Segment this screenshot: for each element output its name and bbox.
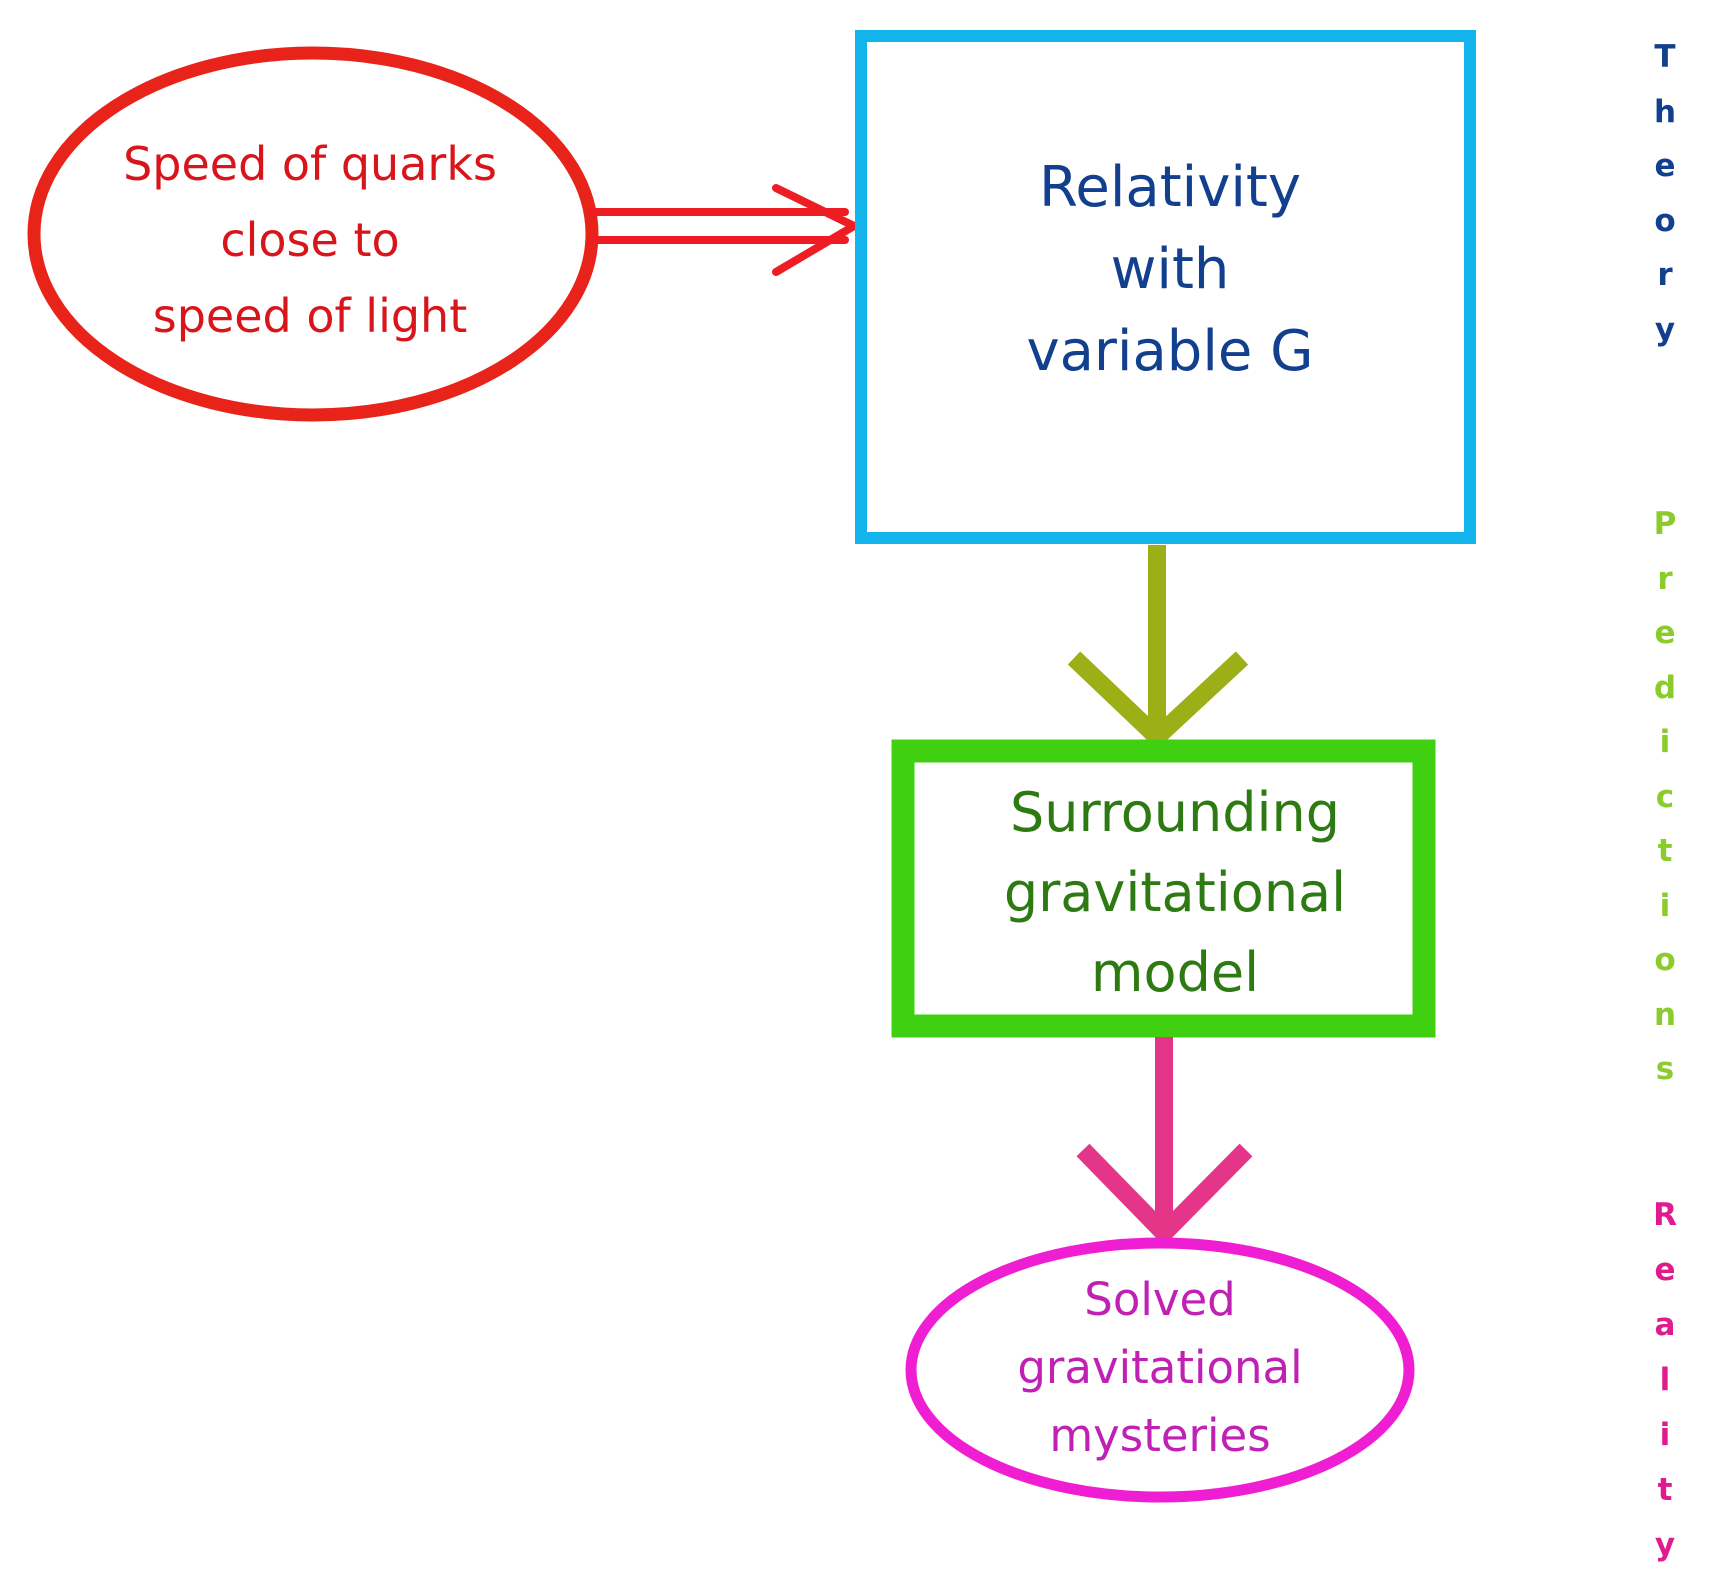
- side-label-letter: a: [1654, 1307, 1676, 1343]
- node-line: with: [1110, 237, 1230, 302]
- side-label-letter: o: [1654, 942, 1676, 978]
- node-line: Speed of quarks: [123, 137, 497, 191]
- arrow-quarks-to-relativity: [588, 184, 858, 276]
- side-label-letter: l: [1659, 1362, 1671, 1398]
- side-label-letter: y: [1654, 1527, 1676, 1563]
- node-line: close to: [220, 213, 400, 267]
- side-label-letter: s: [1655, 1051, 1675, 1087]
- side-label-letter: c: [1655, 778, 1675, 815]
- node-line: gravitational: [1017, 1340, 1303, 1394]
- arrow-head: [1076, 1143, 1253, 1246]
- side-label-letter: e: [1654, 148, 1676, 184]
- node-line: mysteries: [1049, 1408, 1271, 1462]
- side-label-letter: y: [1654, 311, 1676, 348]
- arrow-head: [1067, 651, 1249, 750]
- side-label-letter: e: [1654, 1252, 1676, 1288]
- side-label-letter: d: [1653, 669, 1677, 706]
- side-label-letter: e: [1654, 615, 1676, 651]
- relativity-text: Relativity with variable G: [865, 140, 1475, 400]
- arrow-relativity-to-model: [1067, 545, 1249, 750]
- side-label-letter: t: [1657, 833, 1673, 869]
- side-label-letter: P: [1653, 506, 1677, 542]
- solved-mysteries-text: Solved gravitational mysteries: [960, 1265, 1360, 1470]
- side-label-letter: n: [1653, 996, 1677, 1033]
- surrounding-model-box: [891, 739, 1436, 1038]
- solved-mysteries-ellipse: [905, 1237, 1415, 1503]
- side-label-letter: o: [1654, 202, 1676, 239]
- side-label-letter: T: [1654, 39, 1676, 75]
- side-label-letter: t: [1657, 1472, 1673, 1508]
- speed-of-quarks-text: Speed of quarks close to speed of light: [120, 120, 500, 360]
- surrounding-model-text: Surrounding gravitational model: [925, 770, 1425, 1015]
- node-line: Solved: [1084, 1272, 1236, 1326]
- arrow-model-to-mysteries: [1076, 1037, 1253, 1246]
- speed-of-quarks-ellipse: [27, 46, 599, 422]
- arrow-head: [772, 184, 858, 276]
- side-label-letter: i: [1659, 724, 1671, 760]
- node-line: variable G: [1026, 319, 1314, 384]
- node-line: gravitational: [1003, 860, 1347, 924]
- side-label-letter: h: [1653, 93, 1677, 130]
- side-label-letter: i: [1659, 887, 1671, 924]
- node-line: model: [1090, 940, 1260, 1004]
- node-line: Relativity: [1038, 155, 1302, 220]
- node-line: Surrounding: [1009, 780, 1341, 844]
- side-label-letter: r: [1657, 560, 1673, 597]
- node-line: speed of light: [152, 289, 468, 343]
- relativity-box: [855, 30, 1476, 544]
- side-label-letter: R: [1653, 1197, 1677, 1233]
- side-label-letter: i: [1659, 1417, 1671, 1453]
- side-label-letter: r: [1657, 257, 1673, 293]
